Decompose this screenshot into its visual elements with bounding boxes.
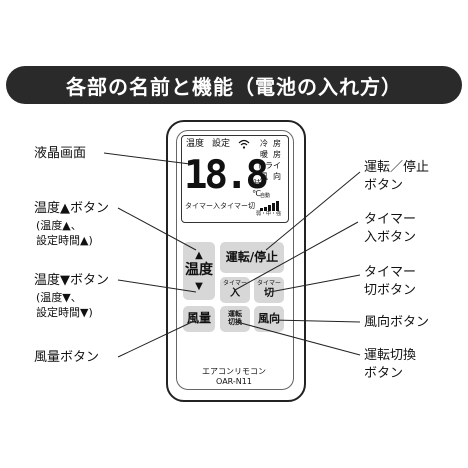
leader-lcd: [103, 152, 191, 165]
leader-timer-on: [234, 221, 359, 291]
page-title: 各部の名前と機能（電池の入れ方）: [66, 74, 402, 99]
temp-up-arrow-icon[interactable]: ▲: [195, 250, 203, 262]
power-button-label: 運転/停止: [225, 249, 279, 264]
direction-button-label: 風向: [258, 311, 280, 325]
label-power-2: ボタン: [364, 178, 404, 193]
label-timer-off-1: タイマー: [364, 265, 417, 280]
label-timer-on-2: 入ボタン: [364, 230, 417, 245]
mode-label-2: 切換: [228, 318, 242, 326]
fan-bar-4: [272, 203, 275, 211]
fan-bar-3: [268, 205, 271, 211]
leader-direction: [272, 319, 361, 323]
lcd-fan-bars: [258, 201, 280, 211]
lcd-mode-direction-1: 風: [260, 172, 268, 181]
title-banner: 各部の名前と機能（電池の入れ方）: [6, 66, 462, 104]
lcd-mode-heat-2: 房: [273, 150, 281, 159]
label-timer-on-1: タイマー: [364, 212, 417, 227]
temp-button[interactable]: ▲ 温度 ▼: [183, 242, 215, 300]
lcd-fan-levels: 弱・中・強: [256, 211, 282, 217]
leader-temp-down: [117, 279, 197, 293]
lcd-mode-cool-2: 房: [273, 139, 281, 148]
lcd-mode-direction-2: 向: [273, 172, 281, 181]
temp-down-arrow-icon[interactable]: ▼: [195, 280, 203, 292]
label-temp-up-note-1: (温度▲、: [36, 219, 82, 232]
label-power-1: 運転／停止: [364, 160, 430, 175]
lcd-setting-label: 設定: [212, 139, 231, 149]
timer-off-label-1: タイマー: [256, 280, 281, 288]
label-temp-up-note-2: 設定時間▲): [36, 234, 93, 247]
label-fan-button: 風量ボタン: [34, 350, 100, 365]
mode-button[interactable]: 運転 切換: [220, 306, 250, 332]
lcd-digits: 18.8: [184, 153, 269, 198]
label-lcd-screen: 液晶画面: [34, 146, 87, 161]
lcd-fan-auto: 自動: [260, 193, 271, 199]
timer-on-label-1: タイマー: [222, 280, 247, 288]
wifi-icon: [238, 139, 250, 149]
fan-bar-1: [260, 208, 263, 211]
leader-timer-off: [269, 274, 361, 293]
leader-mode: [236, 321, 361, 356]
fan-bar-2: [264, 207, 267, 211]
model-name: エアコンリモコン: [202, 367, 266, 376]
temp-button-label: 温度: [185, 262, 213, 279]
label-mode-2: ボタン: [364, 366, 404, 381]
lcd-mode-cool-1: 冷: [260, 139, 268, 148]
lcd-timer-text: タイマー入タイマー切: [185, 202, 255, 210]
label-temp-up: 温度▲ボタン: [34, 201, 109, 216]
lcd-mode-heat-1: 暖: [260, 150, 268, 159]
fan-button-label: 風量: [186, 311, 211, 326]
label-temp-down-note-2: 設定時間▼): [36, 306, 93, 319]
remote-inner-frame: [176, 130, 294, 390]
model-number: OAR-N11: [216, 377, 252, 386]
lcd-mode-dry: ドライ: [257, 161, 281, 170]
model-info: エアコンリモコン OAR-N11: [176, 367, 292, 387]
power-button[interactable]: 運転/停止: [220, 242, 284, 273]
label-direction-button: 風向ボタン: [364, 315, 430, 330]
timer-on-label-2: 入: [230, 287, 240, 299]
label-temp-down-note-1: (温度▼、: [36, 291, 82, 304]
label-temp-down: 温度▼ボタン: [34, 273, 109, 288]
mode-label-1: 運転: [228, 310, 242, 319]
fan-button[interactable]: 風量: [183, 306, 215, 332]
label-mode-1: 運転切換: [364, 348, 417, 363]
label-timer-off-2: 切ボタン: [364, 283, 417, 298]
timer-off-label-2: 切: [264, 287, 274, 299]
lcd-temp-label: 温度: [186, 139, 205, 149]
lcd-celsius: ℃: [252, 189, 261, 198]
fan-bar-5: [276, 201, 279, 211]
leader-temp-up: [117, 207, 197, 251]
leader-fan: [117, 321, 193, 358]
lcd-hour-unit: 時: [253, 179, 261, 188]
leader-power: [265, 171, 361, 251]
lcd-screen: [181, 135, 289, 223]
